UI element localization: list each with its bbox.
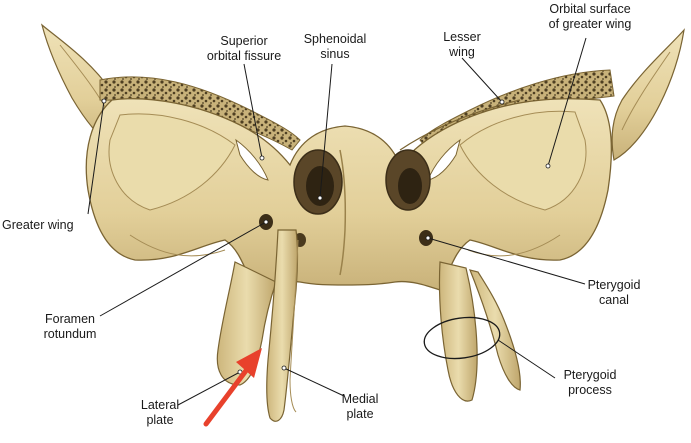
- label-pterygoid-canal: Pterygoid canal: [587, 278, 641, 307]
- leader-foramen-rotundum: [99, 221, 267, 317]
- leader-lesser-wing: [461, 57, 503, 103]
- sphenoidal-sinus-openings: [293, 149, 431, 215]
- leader-orbital-surface: [547, 37, 587, 167]
- label-sphenoidal-sinus: Sphenoidal sinus: [303, 32, 367, 61]
- leader-endpoint-dots: [101, 98, 551, 375]
- right-greater-wing-tip: [611, 28, 685, 161]
- leader-sphenoidal-sinus: [319, 63, 333, 199]
- label-superior-orbital-fissure: Superior orbital fissure: [206, 34, 282, 63]
- label-orbital-surface-greater-wing: Orbital surface of greater wing: [548, 2, 632, 31]
- left-pterygoid-process: [216, 229, 299, 422]
- label-greater-wing: Greater wing: [2, 218, 74, 232]
- pterygoid-process-highlight-circle: [423, 316, 501, 360]
- red-arrow-icon: [203, 348, 262, 427]
- leader-lateral-plate: [177, 371, 241, 406]
- leader-pterygoid-canal: [427, 237, 586, 285]
- leader-lines: [87, 37, 587, 406]
- leader-greater-wing: [87, 100, 105, 215]
- greater-wings-and-body: [85, 98, 612, 291]
- label-lesser-wing: Lesser wing: [443, 30, 481, 59]
- label-pterygoid-process: Pterygoid process: [563, 368, 617, 397]
- label-foramen-rotundum: Foramen rotundum: [43, 312, 97, 341]
- leader-medial-plate: [283, 367, 345, 397]
- label-medial-plate: Medial plate: [341, 392, 379, 421]
- label-lateral-plate: Lateral plate: [140, 398, 180, 427]
- leader-pterygoid-process: [497, 339, 556, 379]
- right-pterygoid-process: [438, 261, 521, 402]
- leader-superior-orbital-fissure: [243, 63, 263, 159]
